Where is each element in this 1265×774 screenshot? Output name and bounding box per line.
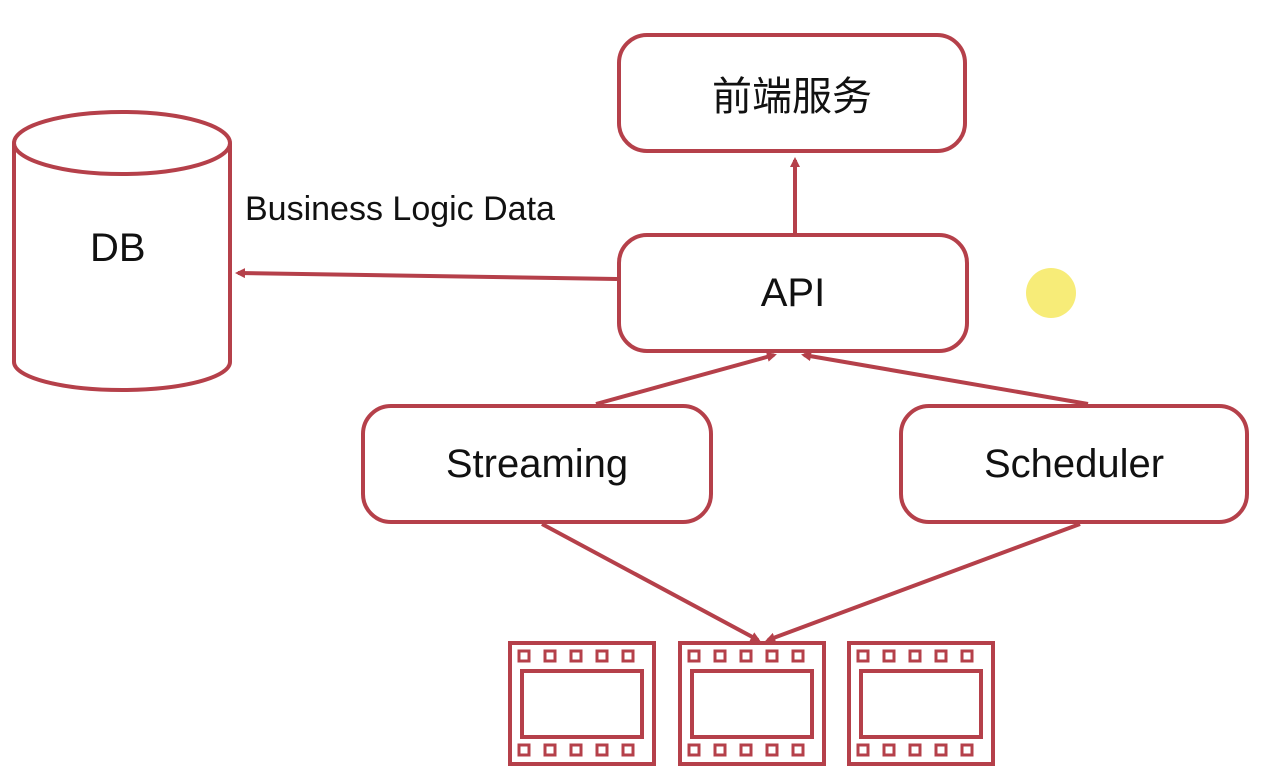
scheduler-node: Scheduler bbox=[899, 404, 1249, 524]
api-label: API bbox=[760, 270, 826, 315]
db-label: DB bbox=[90, 226, 146, 270]
arrow-scheduler-to-videos bbox=[765, 522, 1081, 643]
db-cylinder-icon bbox=[12, 110, 232, 392]
frontend-service-node: 前端服务 bbox=[617, 33, 967, 153]
arrow-streaming-to-videos bbox=[541, 522, 761, 642]
api-to-db-edge-label: Business Logic Data bbox=[245, 190, 555, 228]
scheduler-label: Scheduler bbox=[983, 441, 1165, 486]
frontend-service-label: 前端服务 bbox=[712, 75, 872, 119]
streaming-node: Streaming bbox=[361, 404, 713, 524]
arrow-api-to-db bbox=[235, 268, 618, 281]
arrow-scheduler-to-api bbox=[801, 351, 1089, 406]
film-strip-icon bbox=[508, 641, 656, 766]
streaming-label: Streaming bbox=[445, 441, 629, 486]
film-strip-icon bbox=[678, 641, 826, 766]
cursor-highlight-dot bbox=[1026, 268, 1076, 318]
arrow-streaming-to-api bbox=[595, 352, 777, 406]
film-strip-icon bbox=[847, 641, 995, 766]
api-node: API bbox=[617, 233, 969, 353]
